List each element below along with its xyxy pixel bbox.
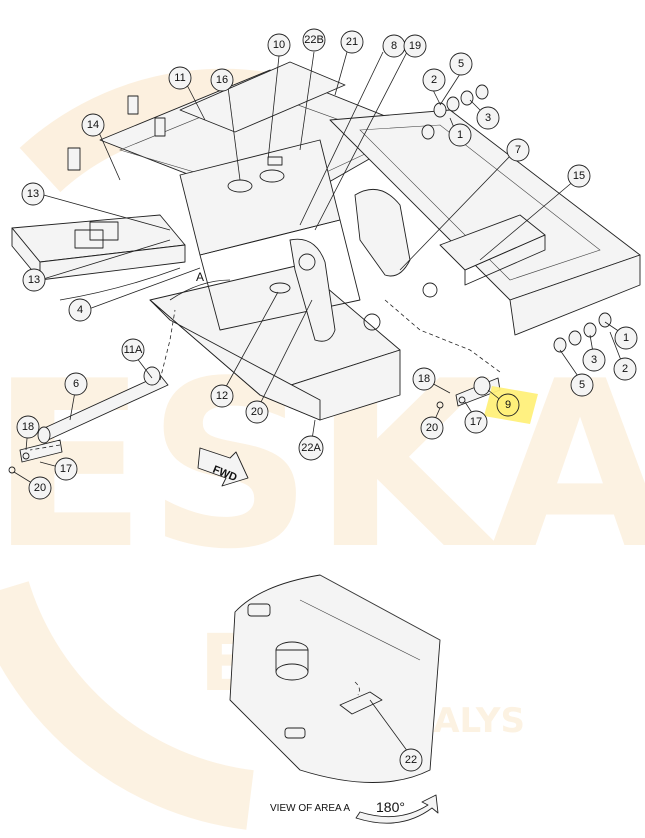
washer-stack-right	[553, 312, 612, 353]
view-caption: VIEW OF AREA A	[270, 803, 350, 814]
rotation-arrow-icon	[355, 794, 439, 824]
callout-12: 12	[210, 384, 234, 408]
callout-11: 11	[168, 66, 192, 90]
callout-20-right: 20	[420, 416, 444, 440]
callout-8: 8	[382, 34, 406, 58]
svg-text:5: 5	[579, 379, 585, 391]
washer-stack-top	[421, 84, 489, 140]
svg-text:6: 6	[73, 378, 79, 390]
svg-text:4: 4	[77, 304, 83, 316]
svg-text:19: 19	[409, 40, 421, 52]
callout-22: 22	[399, 748, 423, 772]
svg-text:12: 12	[216, 390, 228, 402]
svg-text:20: 20	[426, 422, 438, 434]
callout-13-upper: 13	[21, 182, 45, 206]
svg-text:1: 1	[457, 129, 463, 141]
callout-14: 14	[81, 113, 105, 137]
callout-1-top: 1	[448, 123, 472, 147]
svg-text:13: 13	[28, 274, 40, 286]
callout-6: 6	[64, 372, 88, 396]
lock-plate-left	[8, 439, 63, 474]
svg-text:10: 10	[273, 39, 285, 51]
callout-4: 4	[68, 298, 92, 322]
svg-text:7: 7	[515, 144, 521, 156]
callout-15: 15	[567, 164, 591, 188]
callout-13-lower: 13	[22, 268, 46, 292]
svg-text:2: 2	[431, 74, 437, 86]
svg-text:13: 13	[27, 188, 39, 200]
callout-20-left: 20	[28, 476, 52, 500]
svg-text:11A: 11A	[124, 344, 143, 356]
area-a-label: A	[196, 270, 204, 284]
callout-18-right: 18	[412, 367, 436, 391]
svg-text:9: 9	[505, 399, 511, 411]
pin-part	[37, 366, 169, 444]
callout-20-center: 20	[245, 400, 269, 424]
svg-text:21: 21	[346, 36, 358, 48]
callout-1-right: 1	[614, 326, 638, 350]
svg-text:3: 3	[591, 354, 597, 366]
svg-text:16: 16	[216, 74, 228, 86]
callout-21: 21	[340, 30, 364, 54]
svg-text:20: 20	[34, 482, 46, 494]
area-a-detail	[229, 574, 441, 783]
svg-text:11: 11	[174, 72, 185, 84]
callout-17-left: 17	[54, 457, 78, 481]
callout-22A: 22A	[298, 435, 324, 461]
svg-text:2: 2	[622, 363, 628, 375]
callout-2-right: 2	[613, 357, 637, 381]
callout-2-top: 2	[422, 68, 446, 92]
callout-17-right: 17	[464, 410, 488, 434]
svg-text:22B: 22B	[304, 34, 324, 46]
svg-text:22: 22	[405, 754, 417, 766]
svg-text:20: 20	[251, 406, 263, 418]
frame-drawing	[8, 61, 641, 474]
callout-5-right: 5	[570, 373, 594, 397]
callout-7: 7	[506, 138, 530, 162]
callout-16: 16	[210, 68, 234, 92]
callout-11A: 11A	[121, 338, 145, 362]
svg-text:3: 3	[485, 112, 491, 124]
callout-10: 10	[267, 33, 291, 57]
callout-3-top: 3	[476, 106, 500, 130]
svg-text:14: 14	[87, 119, 99, 131]
svg-text:5: 5	[458, 58, 464, 70]
callout-3-right: 3	[582, 348, 606, 372]
callout-9: 9	[496, 393, 520, 417]
callout-5-top: 5	[449, 52, 473, 76]
callout-18-left: 18	[16, 415, 40, 439]
callout-19: 19	[403, 34, 427, 58]
rotation-label: 180°	[376, 799, 405, 815]
svg-text:8: 8	[391, 40, 397, 52]
svg-text:1: 1	[623, 332, 629, 344]
svg-text:17: 17	[470, 416, 482, 428]
svg-text:17: 17	[60, 463, 72, 475]
svg-text:18: 18	[418, 373, 430, 385]
callout-22B: 22B	[302, 28, 326, 52]
svg-text:15: 15	[573, 170, 585, 182]
svg-text:22A: 22A	[301, 442, 321, 454]
svg-text:18: 18	[22, 421, 34, 433]
callouts: 10 22B 21 8 19 5 11 16 2 3 1 14 7 15 13 …	[16, 28, 638, 772]
